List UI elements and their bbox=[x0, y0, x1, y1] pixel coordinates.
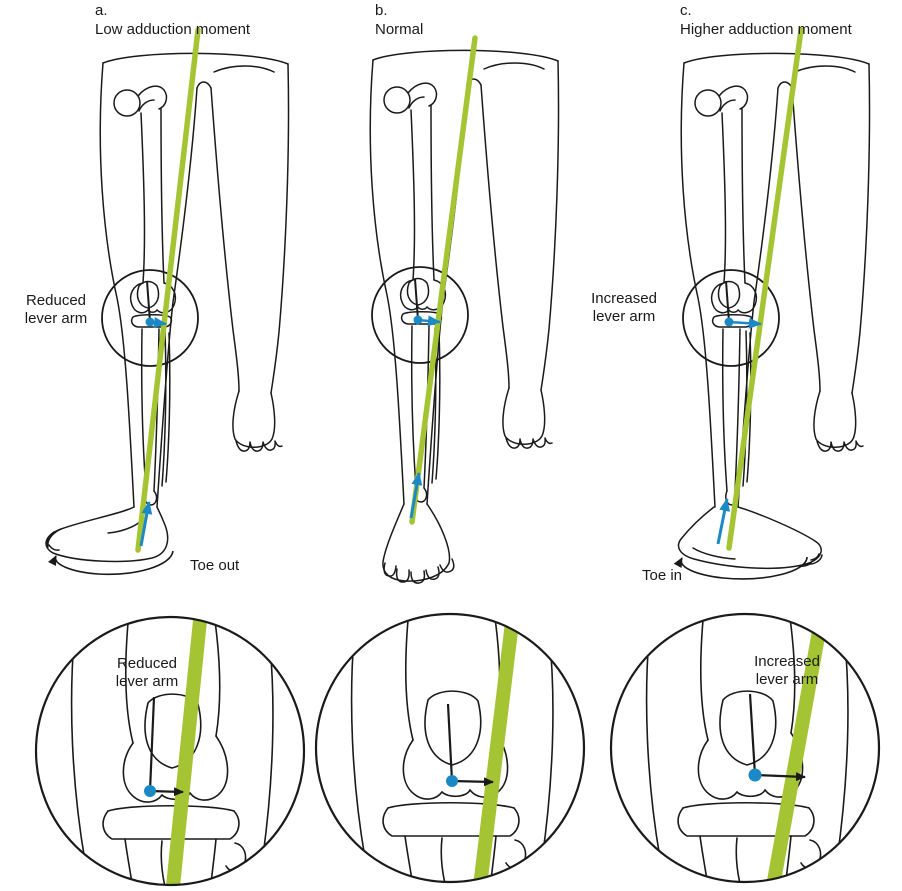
knee-joint-drawing-b bbox=[350, 617, 554, 882]
lever-arm-label-c: Increased lever arm bbox=[591, 290, 657, 325]
zoom-lever-reference-b bbox=[446, 703, 454, 782]
lever-arm-label-a: Reduced lever arm bbox=[24, 292, 88, 327]
panel-title-a: Low adduction moment bbox=[95, 21, 251, 38]
toe-in-rotation-arrow bbox=[673, 556, 808, 580]
panel-letter-a: a. bbox=[95, 2, 108, 19]
leg-drawing-a bbox=[99, 52, 290, 508]
foot-toe-in bbox=[677, 506, 823, 570]
panel-a-illustration bbox=[45, 27, 290, 576]
zoom-b bbox=[314, 612, 586, 884]
ankle-force-arrow-a bbox=[139, 501, 153, 547]
leg-drawing-c bbox=[680, 52, 871, 508]
panel-title-b: Normal bbox=[375, 21, 424, 38]
zoom-lever-label-a: Reduced lever arm bbox=[115, 655, 179, 690]
zoom-lever-arrow-b bbox=[451, 777, 494, 787]
ankle-force-arrow-c bbox=[716, 498, 731, 545]
ground-reaction-force-line-c bbox=[726, 27, 804, 551]
zoom-circle-b bbox=[314, 612, 586, 884]
panel-title-c: Higher adduction moment bbox=[680, 21, 852, 38]
zoom-force-line-a bbox=[164, 617, 209, 885]
zoom-knee-dot-b bbox=[446, 775, 458, 787]
knee-center-dot-b bbox=[413, 315, 423, 325]
zoom-force-line-c bbox=[763, 614, 832, 882]
zoom-circle-c bbox=[609, 612, 881, 884]
foot-forward bbox=[382, 503, 455, 584]
zoom-knee-dot-c bbox=[748, 768, 762, 782]
zoom-lever-reference-a bbox=[148, 696, 156, 792]
lever-reference-line-b bbox=[414, 278, 419, 321]
panel-letter-c: c. bbox=[680, 2, 692, 19]
panel-c-illustration bbox=[673, 27, 871, 580]
zoom-knee-dot-a bbox=[144, 785, 156, 797]
ankle-force-arrow-b bbox=[409, 472, 423, 519]
zoom-lever-reference-c bbox=[748, 693, 757, 776]
zoom-a bbox=[34, 615, 306, 887]
toe-in-label: Toe in bbox=[642, 567, 683, 584]
zoom-lever-arrow-c bbox=[754, 772, 806, 782]
ground-reaction-force-line-a bbox=[135, 27, 201, 553]
panel-b-illustration bbox=[369, 35, 560, 584]
knee-center-dot-a bbox=[145, 317, 155, 327]
lever-arm-arrow-c bbox=[728, 317, 762, 329]
zoom-circle-a bbox=[34, 615, 306, 887]
toe-out-label: Toe out bbox=[190, 557, 240, 574]
zoom-c bbox=[609, 612, 881, 884]
panel-letter-b: b. bbox=[375, 2, 388, 19]
lever-reference-line-a bbox=[146, 280, 151, 323]
ground-reaction-force-line-b bbox=[409, 35, 478, 525]
lever-reference-line-c bbox=[725, 280, 730, 323]
foot-toe-out bbox=[45, 506, 169, 563]
zoom-lever-label-c: Increased lever arm bbox=[754, 653, 820, 688]
toe-out-rotation-arrow bbox=[47, 550, 174, 576]
knee-center-dot-c bbox=[724, 317, 734, 327]
zoom-force-line-b bbox=[471, 614, 522, 882]
